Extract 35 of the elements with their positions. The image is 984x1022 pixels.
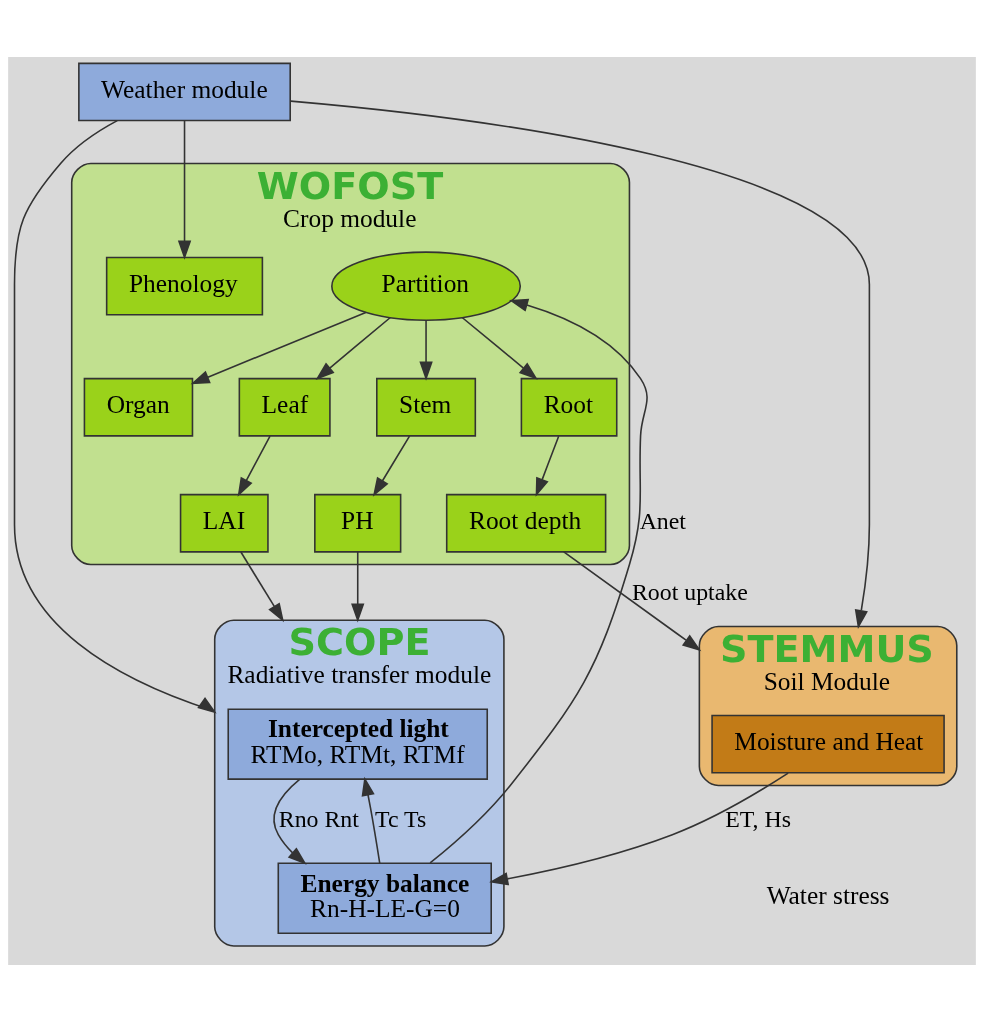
arrow [429,298,648,864]
node-box: Energy balance Rn-H-LE-G=0 [277,862,492,934]
arrow [461,316,538,380]
label: Water stress [766,881,890,910]
node-box: Weather module [78,62,291,122]
node-box: Root depth [445,493,607,553]
node-box: Stem [376,377,477,437]
edge-label: Anet [639,507,686,534]
node-box: LAI [179,493,269,553]
arrow [190,311,367,385]
edge-label: Tc Ts [375,805,427,832]
node-box: Intercepted light RTMo, RTMt, RTMf [227,708,489,780]
arrow [351,551,365,623]
node-box: Phenology [105,256,264,316]
arrow [237,435,271,497]
node-ellipse: Partition [331,251,522,321]
edge-label: Rno Rnt [278,805,359,832]
arrow [361,776,381,865]
arrow [315,316,392,380]
arrow [489,772,789,886]
node-box: Root [520,377,618,437]
arrow [13,119,217,714]
arrow [419,319,433,381]
arrow [535,435,560,497]
arrow [563,551,702,652]
arrow [177,120,192,260]
node-box: Leaf [238,377,331,437]
node-box: Organ [83,377,194,437]
arrow [290,100,871,629]
edge-label: Root uptake [631,578,748,605]
edge-label: ET, Hs [725,805,792,832]
arrow [372,435,411,497]
node-box: PH [314,493,402,553]
arrow [273,778,307,865]
node-box: Moisture and Heat [711,714,945,774]
